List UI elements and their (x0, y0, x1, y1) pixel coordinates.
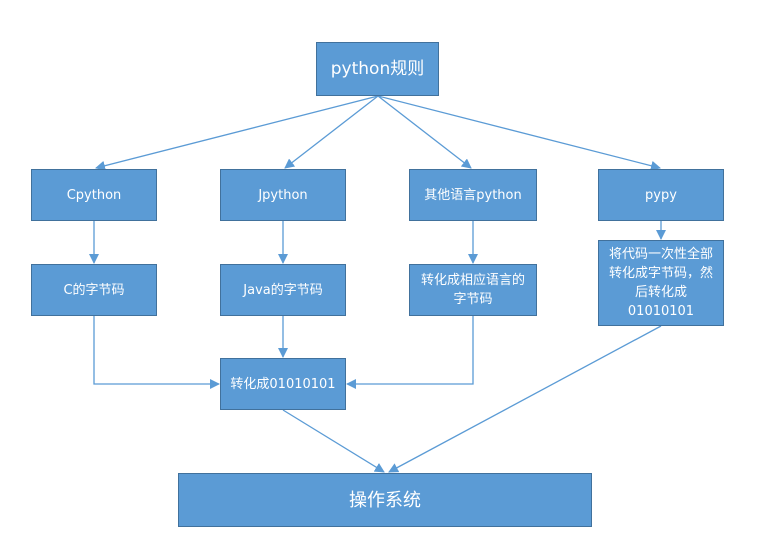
node-binary: 转化成01010101 (220, 358, 346, 410)
node-other-python-label: 其他语言python (424, 187, 522, 203)
node-operating-system-label: 操作系统 (349, 489, 421, 511)
node-jpython: Jpython (220, 169, 346, 221)
arrow-pypy-convert-to-os (388, 325, 662, 473)
arrow-root-to-pypy (377, 95, 661, 171)
node-python-rules-label: python规则 (330, 58, 425, 79)
arrow-c-bytecode-to-binary (93, 316, 220, 389)
node-java-bytecode: Java的字节码 (220, 264, 346, 316)
node-other-bytecode-label: 转化成相应语言的字节码 (420, 273, 525, 307)
node-other-bytecode: 转化成相应语言的字节码 (409, 264, 537, 316)
node-python-rules: python规则 (316, 42, 439, 96)
arrow-root-to-other-python (377, 95, 472, 169)
node-pypy-label: pypy (645, 187, 677, 203)
node-jpython-label: Jpython (258, 187, 308, 203)
node-binary-label: 转化成01010101 (230, 376, 336, 392)
node-cpython-label: Cpython (66, 187, 122, 203)
node-c-bytecode: C的字节码 (31, 264, 157, 316)
arrow-root-to-jpython (284, 95, 379, 169)
node-c-bytecode-label: C的字节码 (63, 282, 125, 298)
node-pypy: pypy (598, 169, 724, 221)
node-java-bytecode-label: Java的字节码 (243, 282, 323, 298)
node-pypy-convert-label: 将代码一次性全部转化成字节码，然后转化成01010101 (608, 247, 713, 319)
arrow-root-to-cpython (95, 95, 379, 171)
node-pypy-convert: 将代码一次性全部转化成字节码，然后转化成01010101 (598, 240, 724, 326)
arrow-other-bytecode-to-binary (346, 316, 474, 389)
arrow-binary-to-os (282, 409, 385, 473)
node-operating-system: 操作系统 (178, 473, 592, 527)
node-other-python: 其他语言python (409, 169, 537, 221)
node-cpython: Cpython (31, 169, 157, 221)
